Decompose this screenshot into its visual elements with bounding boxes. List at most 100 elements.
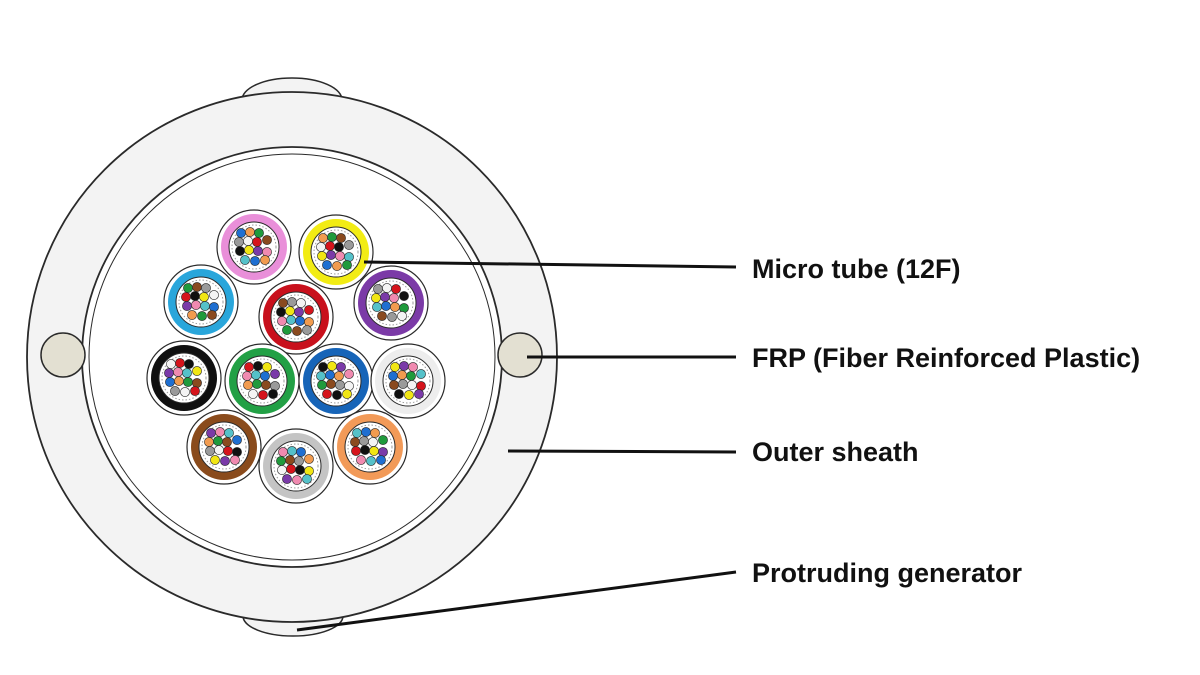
fiber [389, 380, 399, 390]
fiber [165, 377, 175, 387]
fiber [359, 436, 369, 446]
fiber [254, 228, 264, 238]
fiber [407, 380, 417, 390]
fiber [342, 260, 352, 270]
micro-tube-bundle [146, 209, 446, 504]
fiber [304, 317, 314, 327]
fiber [223, 446, 233, 456]
micro-tube-black [146, 340, 222, 416]
fiber [215, 427, 225, 437]
fiber [394, 389, 404, 399]
fiber [242, 371, 252, 381]
micro-tube-green [224, 343, 300, 419]
fiber [380, 292, 390, 302]
fiber [166, 359, 176, 369]
fiber [304, 305, 314, 315]
fiber [214, 445, 224, 455]
fiber [200, 301, 210, 311]
fiber [183, 283, 193, 293]
fiber [344, 381, 354, 391]
fiber [240, 255, 250, 265]
fiber [210, 455, 220, 465]
fiber [181, 292, 191, 302]
fiber [302, 325, 312, 335]
fiber [332, 261, 342, 271]
micro-tube-yellow [298, 214, 374, 290]
fiber [282, 474, 292, 484]
fiber [414, 389, 424, 399]
fiber [286, 315, 296, 325]
fiber [245, 227, 255, 237]
fiber [368, 437, 378, 447]
fiber [399, 361, 409, 371]
micro-tube-blue [163, 264, 239, 340]
micro-tube-pink [216, 209, 292, 285]
fiber [322, 389, 332, 399]
fiber [397, 370, 407, 380]
fiber [352, 428, 362, 438]
fiber [251, 370, 261, 380]
micro-tube-orange [332, 409, 408, 485]
fiber [296, 447, 306, 457]
fiber [391, 284, 401, 294]
leader-line-protruding-generator [296, 570, 737, 632]
fiber [326, 250, 336, 260]
fiber [344, 252, 354, 262]
fiber [378, 447, 388, 457]
fiber [292, 475, 302, 485]
fiber [390, 302, 400, 312]
fiber [262, 235, 272, 245]
fiber [252, 379, 262, 389]
fiber [372, 302, 382, 312]
fiber [253, 361, 263, 371]
fiber [230, 455, 240, 465]
fiber [406, 371, 416, 381]
micro-tube-violet [353, 265, 429, 341]
fiber [204, 437, 214, 447]
fiber [332, 390, 342, 400]
fiber [382, 283, 392, 293]
fiber [287, 297, 297, 307]
micro-tube-grey [258, 428, 334, 504]
fiber [278, 298, 288, 308]
fiber [350, 437, 360, 447]
fiber [370, 428, 380, 438]
frp-rod-right [497, 332, 543, 378]
fiber [222, 437, 232, 447]
fiber [175, 358, 185, 368]
fiber [243, 380, 253, 390]
fiber [191, 300, 201, 310]
fiber [260, 255, 270, 265]
fiber [277, 316, 287, 326]
fiber [224, 428, 234, 438]
fiber [316, 371, 326, 381]
fiber [326, 379, 336, 389]
fiber [381, 301, 391, 311]
fiber [252, 237, 262, 247]
fiber [248, 389, 258, 399]
fiber [190, 386, 200, 396]
fiber [261, 380, 271, 390]
fiber [404, 390, 414, 400]
fiber [325, 370, 335, 380]
fiber [334, 242, 344, 252]
fiber [187, 310, 197, 320]
fiber [373, 284, 383, 294]
fiber [351, 446, 361, 456]
fiber [317, 251, 327, 261]
fiber [304, 466, 314, 476]
fiber [235, 246, 245, 256]
fiber [253, 246, 263, 256]
fiber [201, 283, 211, 293]
fiber [192, 378, 202, 388]
fiber [250, 256, 260, 266]
fiber [276, 307, 286, 317]
fiber [397, 311, 407, 321]
fiber [316, 242, 326, 252]
fiber [206, 428, 216, 438]
fiber [378, 435, 388, 445]
inner-wall [81, 146, 503, 568]
fiber [174, 376, 184, 386]
leader-line-micro-tube [363, 260, 737, 269]
